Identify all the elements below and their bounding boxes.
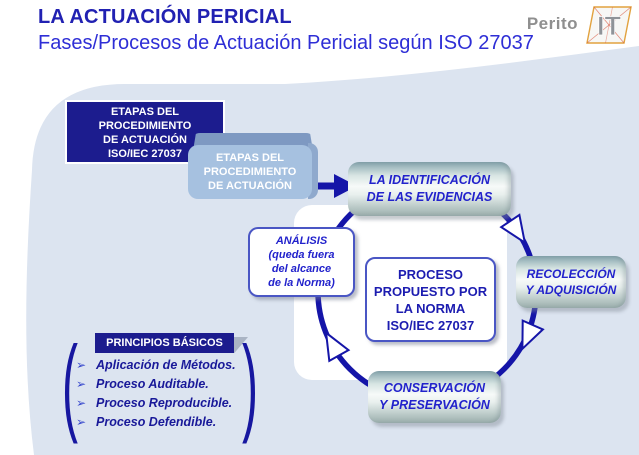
analisis-note-line: (queda fuera xyxy=(268,249,335,261)
arrow-bullet-icon: ➢ xyxy=(76,415,87,429)
etapas-3d-box-face: ETAPAS DEL PROCEDIMIENTO DE ACTUACIÓN xyxy=(188,145,312,199)
principios-item: ➢ Proceso Auditable. xyxy=(76,377,256,396)
analisis-note-line: ANÁLISIS xyxy=(275,235,328,247)
stage-recoleccion-line: RECOLECCIÓN xyxy=(526,267,616,281)
principios-item-label: Proceso Auditable. xyxy=(96,377,209,391)
principios-header: PRINCIPIOS BÁSICOS xyxy=(95,333,234,353)
etapas-3d-box-line: ETAPAS DEL xyxy=(215,152,285,164)
principios-item-label: Proceso Reproducible. xyxy=(96,396,233,410)
etapas-iso-badge-line: PROCEDIMIENTO xyxy=(98,120,192,132)
etapas-3d-box: ETAPAS DEL PROCEDIMIENTO DE ACTUACIÓN xyxy=(188,133,318,199)
page-title: LA ACTUACIÓN PERICIAL xyxy=(38,6,292,28)
principios-item: ➢ Proceso Reproducible. xyxy=(76,396,256,415)
principios-item: ➢ Aplicación de Métodos. xyxy=(76,358,256,377)
principios-item-label: Proceso Defendible. xyxy=(96,415,217,429)
etapas-3d-box-line: DE ACTUACIÓN xyxy=(208,180,292,192)
principios-list: ➢ Aplicación de Métodos. ➢ Proceso Audit… xyxy=(76,358,256,434)
etapas-iso-badge-line: ISO/IEC 27037 xyxy=(108,148,182,160)
etapas-iso-badge-line: DE ACTUACIÓN xyxy=(103,134,187,146)
center-process-box: PROCESO PROPUESTO POR LA NORMA ISO/IEC 2… xyxy=(365,257,496,342)
cycle-arrowhead-bottom-left-icon xyxy=(324,330,351,363)
principios-bracket-left: ( xyxy=(62,326,78,446)
stage-identificacion-line: LA IDENTIFICACIÓN xyxy=(368,173,491,187)
principios-item: ➢ Proceso Defendible. xyxy=(76,415,256,434)
stage-box-recoleccion: RECOLECCIÓN Y ADQUISICIÓN xyxy=(516,256,626,308)
analisis-note-line: de la Norma) xyxy=(268,277,335,289)
stage-recoleccion-line: Y ADQUISICIÓN xyxy=(525,283,617,297)
center-process-line: ISO/IEC 27037 xyxy=(386,318,475,333)
brand-name: Perito xyxy=(526,14,578,33)
principios-bracket-right: ) xyxy=(242,326,258,446)
cycle-arrowhead-top-right-icon xyxy=(499,213,527,245)
arrow-bullet-icon: ➢ xyxy=(76,396,87,410)
page-subtitle: Fases/Procesos de Actuación Pericial seg… xyxy=(38,32,534,54)
etapas-3d-box-right-side xyxy=(308,143,318,199)
analisis-note: ANÁLISIS (queda fuera del alcance de la … xyxy=(248,227,355,297)
etapas-iso-badge-line: ETAPAS DEL xyxy=(110,106,180,118)
arrow-bullet-icon: ➢ xyxy=(76,358,87,372)
stage-identificacion-line: DE LAS EVIDENCIAS xyxy=(366,190,493,204)
analisis-note-line: del alcance xyxy=(271,263,332,275)
center-process-line: PROCESO xyxy=(397,267,463,282)
brand-logo: Perito IT xyxy=(527,4,633,46)
svg-text:IT: IT xyxy=(597,11,622,41)
etapas-3d-box-line: PROCEDIMIENTO xyxy=(203,166,297,178)
stage-conservacion-line: CONSERVACIÓN xyxy=(383,381,486,395)
brand-mark-icon: IT xyxy=(586,6,632,44)
center-process-line: PROPUESTO POR xyxy=(373,284,488,299)
cycle-arrowhead-right-bottom-icon xyxy=(521,319,545,352)
stage-box-conservacion: CONSERVACIÓN Y PRESERVACIÓN xyxy=(368,371,501,423)
stage-conservacion-line: Y PRESERVACIÓN xyxy=(379,398,490,412)
principios-item-label: Aplicación de Métodos. xyxy=(96,358,236,372)
flow-arrow-head-icon xyxy=(334,174,357,198)
center-process-line: LA NORMA xyxy=(395,301,466,316)
stage-box-identificacion: LA IDENTIFICACIÓN DE LAS EVIDENCIAS xyxy=(348,162,511,216)
arrow-bullet-icon: ➢ xyxy=(76,377,87,391)
